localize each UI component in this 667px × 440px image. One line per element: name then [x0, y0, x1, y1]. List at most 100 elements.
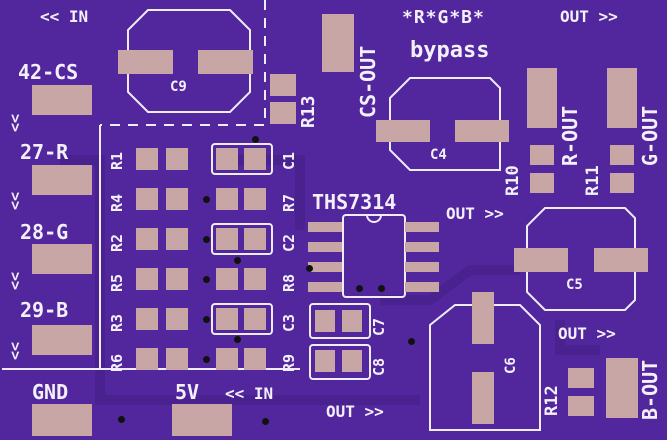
bypass-label: bypass: [410, 38, 490, 63]
label-28-g: 28-G: [20, 220, 69, 244]
ic-pin: [405, 262, 439, 272]
pad-r10-a: [530, 145, 554, 165]
pad-gnd: [32, 404, 92, 436]
label-r2: R2: [108, 233, 126, 252]
label-c9: C9: [170, 79, 187, 95]
pad-c5-a: [514, 248, 568, 272]
pad-r11-a: [610, 145, 634, 165]
label-r11: R11: [583, 165, 603, 196]
pad-c9-b: [198, 50, 253, 74]
ic-pin: [308, 282, 342, 292]
pad-r-out: [527, 68, 557, 128]
ic-label: THS7314: [312, 190, 397, 214]
c1-outline: [211, 143, 273, 175]
label-42-cs: 42-CS: [18, 60, 79, 84]
pad-5v: [172, 404, 232, 436]
pad-27-r: [32, 165, 92, 195]
c8-outline: [309, 344, 371, 380]
pad-cs-out: [322, 14, 354, 72]
pad-c2-a: [216, 228, 238, 250]
pad-c8-b: [342, 350, 362, 372]
ic-pin: [405, 282, 439, 292]
pad-r1-a: [136, 148, 158, 170]
pad-r2-b: [166, 228, 188, 250]
gnd-label: GND: [32, 380, 69, 404]
via: [203, 236, 210, 243]
pad-r1-b: [166, 148, 188, 170]
b-out-arrow-label: OUT >>: [558, 324, 616, 343]
bottom-in-label: << IN: [225, 384, 274, 403]
pad-c7-b: [342, 310, 362, 332]
chevron-marker: <<: [6, 271, 24, 290]
label-r3: R3: [108, 313, 126, 332]
pad-c1-b: [244, 148, 266, 170]
label-r1: R1: [108, 151, 126, 170]
pad-r3-a: [136, 308, 158, 330]
pad-c6-b: [472, 372, 494, 424]
pad-28-g: [32, 244, 92, 274]
via: [306, 265, 313, 272]
pad-c7-a: [315, 310, 335, 332]
top-out-label: OUT >>: [560, 7, 618, 26]
via: [118, 416, 125, 423]
cs-out-label: CS-OUT: [356, 45, 380, 118]
pad-r4-b: [166, 188, 188, 210]
pad-c4-b: [455, 120, 509, 142]
ic-out-label: OUT >>: [446, 204, 504, 223]
pad-r13-a: [270, 74, 296, 96]
g-out-label: G-OUT: [638, 105, 662, 166]
via: [203, 196, 210, 203]
pad-r6-b: [166, 348, 188, 370]
b-out-label: B-OUT: [638, 359, 662, 420]
label-c2: C2: [280, 233, 298, 252]
chevron-marker: <<: [6, 113, 24, 132]
via: [234, 336, 241, 343]
pad-r5-b: [166, 268, 188, 290]
via: [356, 285, 363, 292]
pad-r6-a: [136, 348, 158, 370]
pad-r3-b: [166, 308, 188, 330]
via: [203, 316, 210, 323]
pad-r4-a: [136, 188, 158, 210]
pad-29-b: [32, 325, 92, 355]
label-c7: C7: [370, 317, 388, 336]
via: [252, 136, 259, 143]
label-r8: R8: [280, 273, 298, 292]
label-r7: R7: [280, 193, 298, 212]
label-c6: C6: [503, 357, 519, 374]
pad-r10-b: [530, 173, 554, 193]
ic-pin: [405, 242, 439, 252]
c2-outline: [211, 223, 273, 255]
5v-label: 5V: [175, 380, 200, 404]
pad-c1-a: [216, 148, 238, 170]
label-r9: R9: [280, 353, 298, 372]
chevron-marker: <<: [6, 191, 24, 210]
via: [378, 285, 385, 292]
label-r12: R12: [542, 385, 562, 416]
label-29-b: 29-B: [20, 298, 69, 322]
c7-outline: [309, 303, 371, 339]
c3-outline: [211, 303, 273, 335]
label-r4: R4: [108, 193, 126, 212]
label-r5: R5: [108, 273, 126, 292]
label-c4: C4: [430, 147, 447, 163]
via: [203, 356, 210, 363]
pad-r9-a: [216, 348, 238, 370]
pad-b-out: [606, 358, 638, 418]
pad-c9-a: [118, 50, 173, 74]
label-r6: R6: [108, 353, 126, 372]
pad-r7-b: [244, 188, 266, 210]
via: [234, 257, 241, 264]
pad-c8-a: [315, 350, 335, 372]
label-c3: C3: [280, 313, 298, 332]
pad-c6-a: [472, 292, 494, 344]
ic-pin: [405, 222, 439, 232]
pad-c4-a: [376, 120, 430, 142]
pad-c2-b: [244, 228, 266, 250]
pad-r8-b: [244, 268, 266, 290]
r-out-label: R-OUT: [558, 105, 582, 166]
bottom-out-label: OUT >>: [326, 402, 384, 421]
pad-c3-b: [244, 308, 266, 330]
ic-pin: [308, 242, 342, 252]
pad-r12-a: [568, 368, 594, 388]
